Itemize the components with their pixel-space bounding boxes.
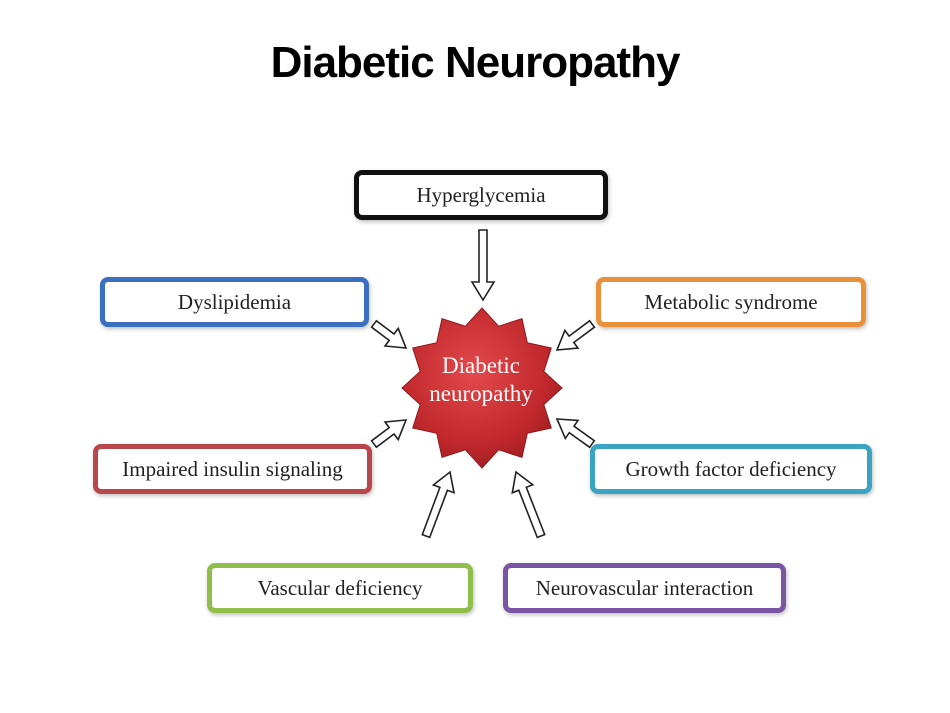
arrow-from-hyperglycemia xyxy=(470,229,496,302)
center-line-2: neuropathy xyxy=(429,381,533,406)
factor-box-impaired-insulin-signaling: Impaired insulin signaling xyxy=(93,444,372,494)
factor-box-neurovascular-interaction: Neurovascular interaction xyxy=(503,563,786,613)
factor-label: Neurovascular interaction xyxy=(535,575,754,600)
factor-label: Metabolic syndrome xyxy=(644,289,818,314)
arrow-from-vascular-deficiency xyxy=(421,470,456,539)
factor-label: Hyperglycemia xyxy=(416,182,546,207)
arrow-from-metabolic-syndrome xyxy=(555,319,596,351)
arrows-group xyxy=(370,229,596,539)
arrow-from-neurovascular-interaction xyxy=(511,470,546,539)
center-line-1: Diabetic xyxy=(442,353,520,378)
arrow-from-impaired-insulin-signaling xyxy=(370,419,408,449)
arrow-from-dyslipidemia xyxy=(370,319,408,349)
factor-box-growth-factor-deficiency: Growth factor deficiency xyxy=(590,444,872,494)
center-node-label: Diabetic neuropathy xyxy=(400,352,562,408)
factor-box-metabolic-syndrome: Metabolic syndrome xyxy=(596,277,866,327)
factor-box-vascular-deficiency: Vascular deficiency xyxy=(207,563,473,613)
factor-label: Impaired insulin signaling xyxy=(122,456,343,481)
factor-label: Growth factor deficiency xyxy=(625,456,837,481)
factor-label: Dyslipidemia xyxy=(177,289,292,314)
factor-label: Vascular deficiency xyxy=(257,575,423,600)
factor-box-hyperglycemia: Hyperglycemia xyxy=(354,170,608,220)
diagram-title: Diabetic Neuropathy xyxy=(270,38,681,87)
arrow-from-growth-factor-deficiency xyxy=(555,418,596,449)
center-starburst xyxy=(401,307,563,469)
factor-box-dyslipidemia: Dyslipidemia xyxy=(100,277,369,327)
